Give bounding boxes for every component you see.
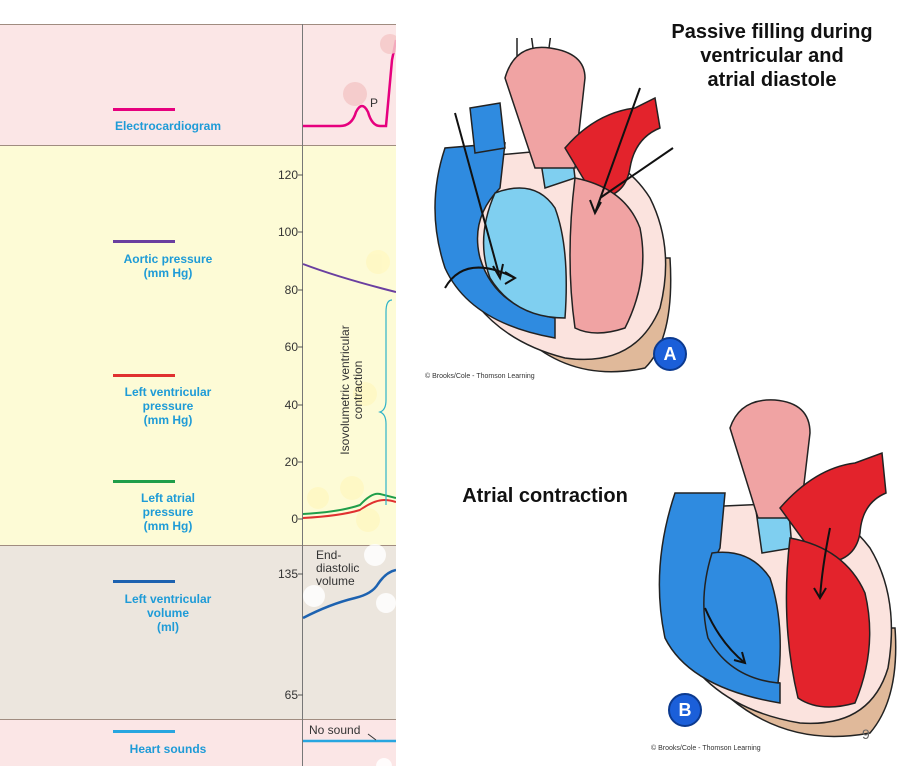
column-divider bbox=[302, 24, 303, 766]
end-diastolic-label: End- diastolic volume bbox=[316, 548, 360, 588]
figure-a-title: Passive filling during ventricular and a… bbox=[671, 21, 873, 91]
wiggers-diagram-panel: Electrocardiogram Aortic pressure (mm Hg… bbox=[0, 0, 396, 766]
lv-pressure-label: Left ventricular pressure (mm Hg) bbox=[124, 385, 212, 427]
figure-b-credit: © Brooks/Cole - Thomson Learning bbox=[651, 745, 761, 752]
heart-illustration-a bbox=[434, 38, 674, 373]
la-pressure-swatch bbox=[113, 480, 175, 483]
lv-volume-swatch bbox=[113, 580, 175, 583]
isovolumetric-label: Isovolumetric ventricular contraction bbox=[338, 325, 365, 455]
la-pressure-trace bbox=[302, 492, 396, 515]
phase-bracket bbox=[378, 299, 393, 505]
heart-sounds-label: Heart sounds bbox=[129, 742, 207, 756]
pressure-tick: 60 bbox=[284, 340, 298, 354]
figure-a-credit: © Brooks/Cole - Thomson Learning bbox=[425, 373, 535, 380]
ecg-swatch bbox=[113, 108, 175, 111]
ecg-trace bbox=[303, 39, 396, 128]
pressure-tick: 40 bbox=[284, 398, 298, 412]
ecg-label: Electrocardiogram bbox=[114, 119, 222, 133]
pressure-tick: 20 bbox=[284, 455, 298, 469]
lv-volume-trace bbox=[302, 568, 396, 620]
sound-band bbox=[0, 719, 396, 766]
lv-volume-label: Left ventricular volume (ml) bbox=[124, 592, 212, 634]
aortic-pressure-swatch bbox=[113, 240, 175, 243]
figure-b-title: Atrial contraction bbox=[462, 485, 628, 507]
pressure-tick: 120 bbox=[277, 168, 298, 182]
heart-sounds-swatch bbox=[113, 730, 175, 733]
aortic-pressure-trace bbox=[302, 263, 396, 293]
la-pressure-label: Left atrial pressure (mm Hg) bbox=[140, 491, 195, 533]
aortic-pressure-label: Aortic pressure (mm Hg) bbox=[123, 252, 213, 280]
volume-band bbox=[0, 545, 396, 720]
lv-pressure-swatch bbox=[113, 374, 175, 377]
volume-tick: 65 bbox=[284, 688, 298, 702]
pressure-tick: 80 bbox=[284, 283, 298, 297]
ecg-p-wave-label: P bbox=[370, 96, 379, 110]
heart-illustration-b bbox=[658, 399, 897, 738]
no-sound-label: No sound bbox=[309, 723, 361, 737]
figure-b-badge: B bbox=[668, 693, 702, 727]
pressure-band bbox=[0, 145, 396, 546]
figure-b-corner-number: 9 bbox=[862, 726, 870, 742]
volume-tick: 135 bbox=[277, 567, 298, 581]
pressure-tick: 100 bbox=[277, 225, 298, 239]
figure-a-badge: A bbox=[653, 337, 687, 371]
no-sound-arrow bbox=[367, 733, 377, 741]
wiggers-traces bbox=[298, 34, 396, 766]
pressure-tick: 0 bbox=[291, 512, 298, 526]
lv-pressure-trace bbox=[302, 498, 396, 519]
